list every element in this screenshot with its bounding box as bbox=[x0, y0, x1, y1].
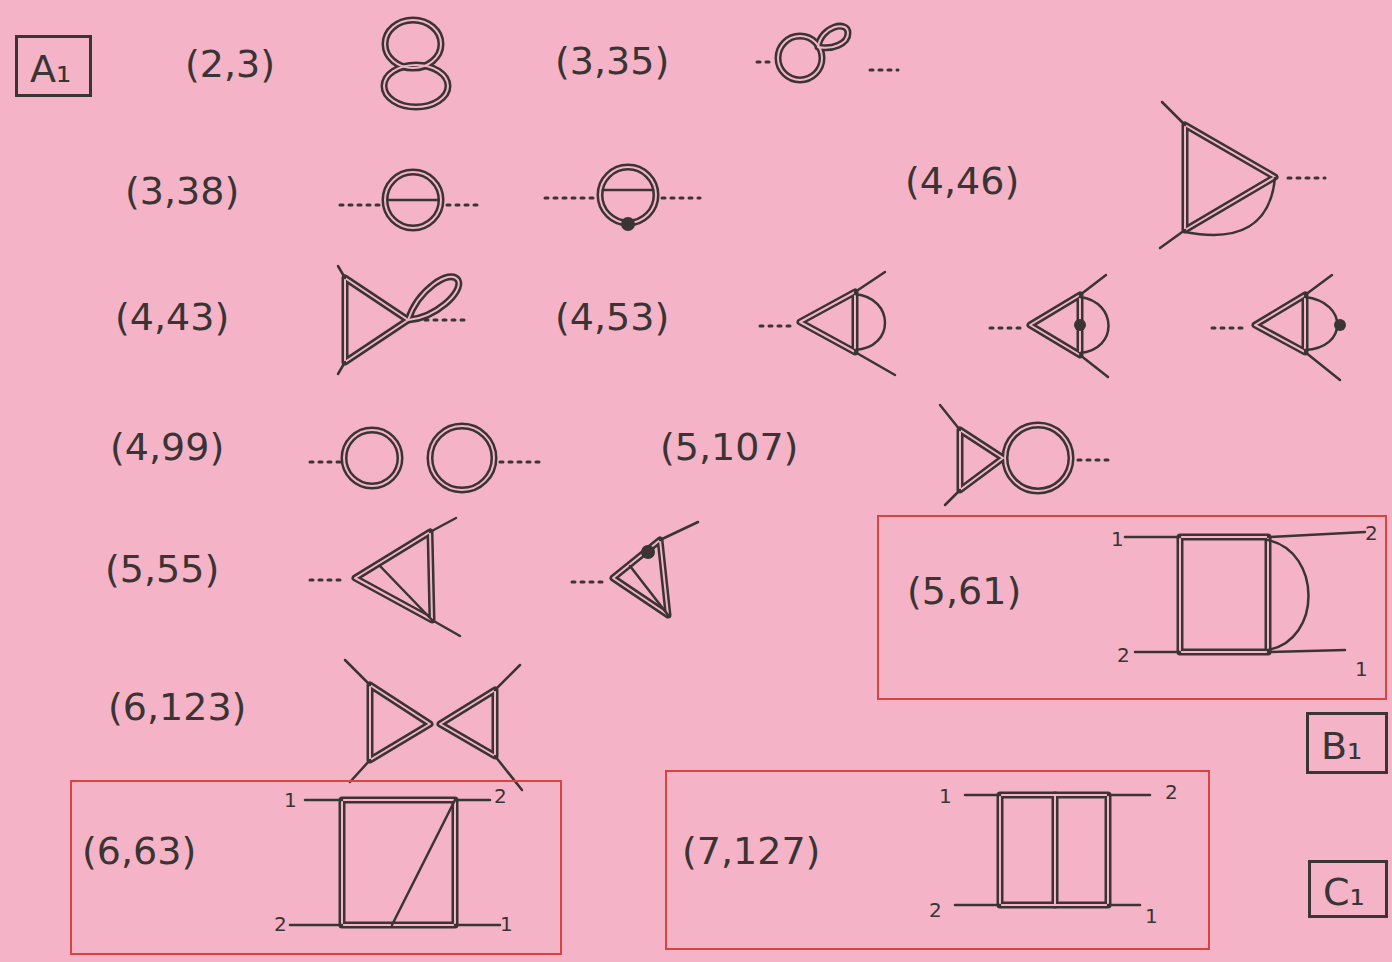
leg-number: 1 bbox=[1145, 906, 1158, 926]
leg-number: 1 bbox=[939, 786, 952, 806]
section-box: A₁ bbox=[15, 35, 92, 97]
topology-label: (4,43) bbox=[115, 298, 229, 336]
leg-number: 1 bbox=[284, 790, 297, 810]
leg-number: 1 bbox=[1111, 529, 1124, 549]
topology-label: (4,53) bbox=[555, 298, 669, 336]
topology-label: (3,38) bbox=[125, 172, 239, 210]
topology-box: (7,127) 1 2 2 1 bbox=[665, 770, 1210, 950]
leg-number: 2 bbox=[1117, 645, 1130, 665]
topology-label: (6,63) bbox=[82, 832, 196, 870]
leg-number: 2 bbox=[274, 914, 287, 934]
topology-label: (6,123) bbox=[108, 688, 246, 726]
leg-number: 1 bbox=[500, 914, 513, 934]
topology-label: (5,107) bbox=[660, 428, 798, 466]
leg-number: 2 bbox=[929, 900, 942, 920]
topology-label: B₁ bbox=[1321, 727, 1362, 765]
topology-label: (4,99) bbox=[110, 428, 224, 466]
section-box: C₁ bbox=[1308, 860, 1388, 918]
section-box: B₁ bbox=[1306, 712, 1388, 774]
topology-label: (3,35) bbox=[555, 42, 669, 80]
topology-label: (2,3) bbox=[185, 45, 275, 83]
leg-number: 2 bbox=[1365, 523, 1378, 543]
topology-box: (5,61) 1 2 2 1 bbox=[877, 515, 1387, 700]
topology-label: A₁ bbox=[30, 50, 71, 88]
topology-label: C₁ bbox=[1323, 873, 1365, 911]
topology-label: (5,61) bbox=[907, 572, 1021, 610]
topology-label: (7,127) bbox=[682, 832, 820, 870]
leg-number: 1 bbox=[1355, 659, 1368, 679]
leg-number: 2 bbox=[494, 786, 507, 806]
topology-label: (5,55) bbox=[105, 550, 219, 588]
topology-box: (6,63) 1 2 2 1 bbox=[70, 780, 562, 955]
topology-label: (4,46) bbox=[905, 162, 1019, 200]
leg-number: 2 bbox=[1165, 782, 1178, 802]
